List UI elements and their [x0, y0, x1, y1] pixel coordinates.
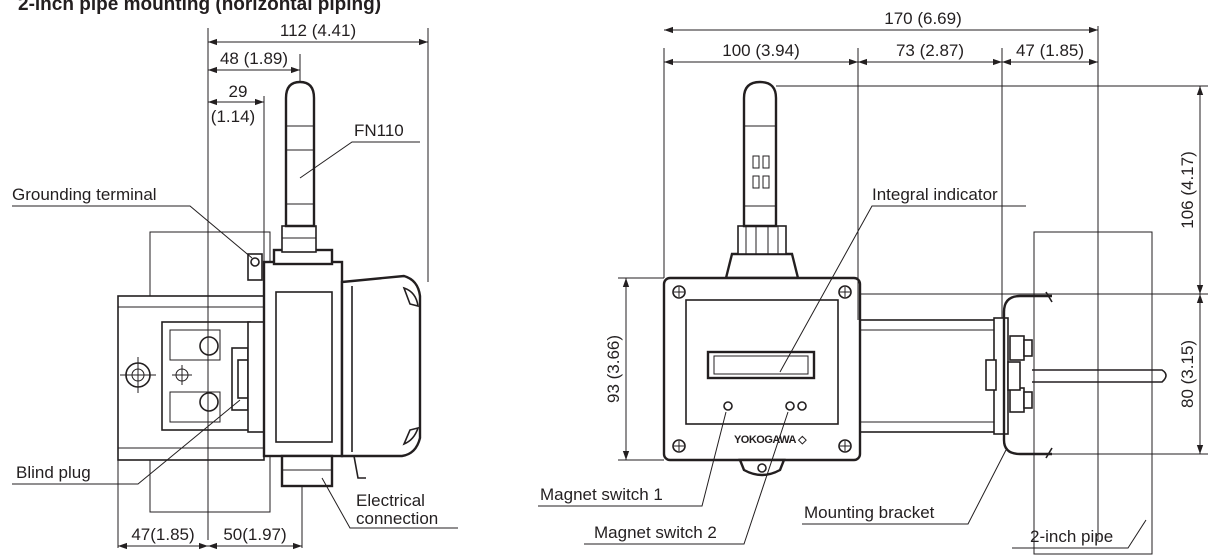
right-neck	[724, 252, 800, 280]
right-antenna	[742, 80, 778, 228]
magnet-switch-2-hole	[785, 401, 795, 411]
dim-right-right-part: 47 (1.85)	[1016, 41, 1084, 60]
label-2-inch-pipe: 2-inch pipe	[1030, 527, 1113, 546]
blind-plug	[237, 359, 249, 399]
dim-bracket-height: 80 (3.15)	[1178, 340, 1197, 408]
dim-right-overall: 170 (6.69)	[884, 9, 962, 28]
label-mounting-bracket: Mounting bracket	[804, 503, 935, 522]
label-integral-indicator: Integral indicator	[872, 185, 998, 204]
dim-right-left-part: 100 (3.94)	[722, 41, 800, 60]
drawing-title: 2-inch pipe mounting (horizontal piping)	[18, 0, 381, 15]
label-magnet-switch-1: Magnet switch 1	[540, 485, 663, 504]
dim-right-middle-part: 73 (2.87)	[896, 41, 964, 60]
label-magnet-switch-2: Magnet switch 2	[594, 523, 717, 542]
label-electrical-2: connection	[356, 509, 438, 528]
electrical-connection	[280, 454, 334, 488]
dim-left-bottom-left: 47(1.85)	[131, 525, 194, 544]
dim-box-height: 93 (3.66)	[604, 335, 623, 403]
right-pipe	[1033, 231, 1153, 555]
left-cover	[340, 274, 422, 458]
label-fn110: FN110	[354, 121, 404, 140]
left-side-view: 112 (4.41) 48 (1.89) 29 (1.14) 47(1.85) …	[12, 21, 458, 550]
housing-screws	[672, 285, 852, 453]
label-blind-plug: Blind plug	[16, 463, 91, 482]
dim-left-small-bottom: (1.14)	[211, 107, 255, 126]
brand-logo: YOKOGAWA ◇	[734, 434, 807, 446]
dim-left-overall: 112 (4.41)	[280, 21, 356, 40]
u-bolt	[1002, 294, 1052, 456]
left-antenna	[284, 80, 316, 228]
dim-antenna-height: 106 (4.17)	[1178, 151, 1197, 229]
label-electrical-1: Electrical	[356, 491, 425, 510]
dim-left-bottom-right: 50(1.97)	[223, 525, 286, 544]
magnet-switch-1-hole	[723, 401, 733, 411]
label-grounding-terminal: Grounding terminal	[12, 185, 157, 204]
dim-left-small-top: 29	[229, 82, 248, 101]
right-front-view: YOKOGAWA ◇ 170 (6.69) 100 (3.94) 73 (2.8…	[538, 9, 1208, 555]
dim-left-antenna: 48 (1.89)	[220, 49, 288, 68]
